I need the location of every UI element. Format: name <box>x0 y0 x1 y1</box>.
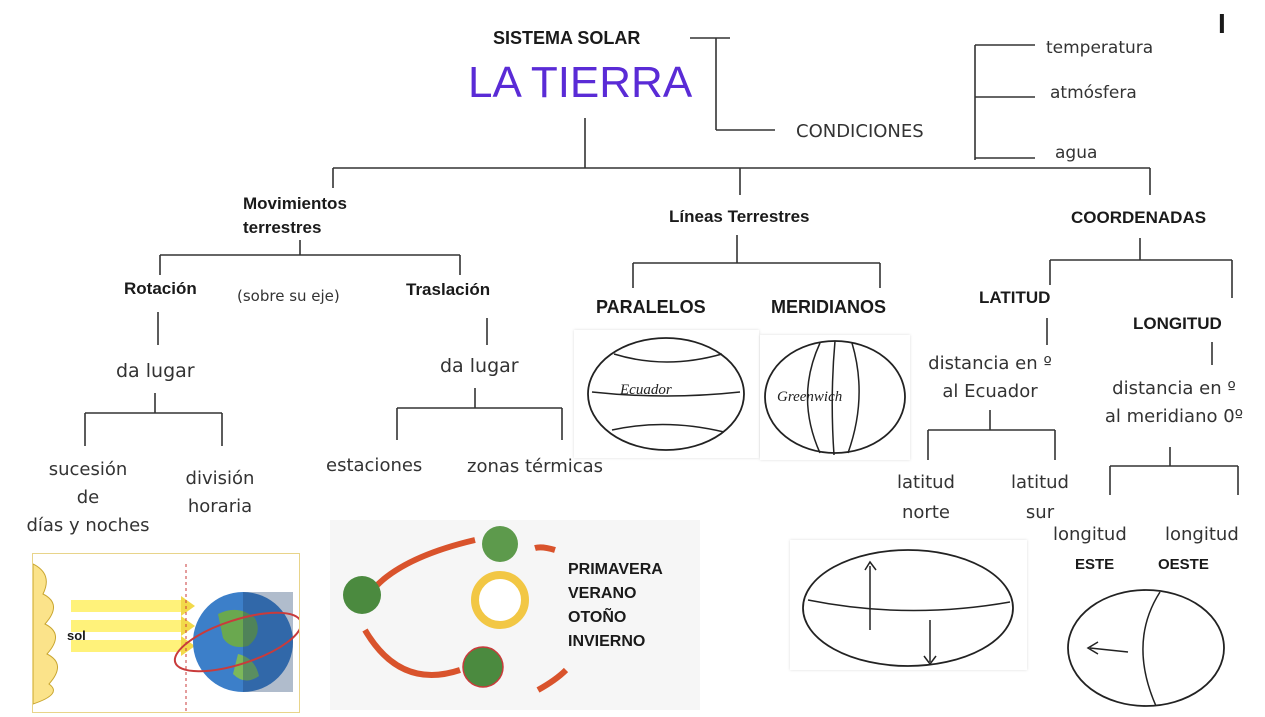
result-estaciones: estaciones <box>326 455 423 476</box>
rotacion-note: (sobre su eje) <box>237 287 340 305</box>
longitud-oeste-word: longitud <box>1165 524 1239 545</box>
movimientos-title: Movimientos terrestres <box>243 192 347 240</box>
condiciones-label: CONDICIONES <box>796 121 924 142</box>
paralelos-globe: Ecuador <box>574 330 759 458</box>
latitud-label: LATITUD <box>979 288 1051 307</box>
paralelos-label: PARALELOS <box>596 297 706 317</box>
season-item: OTOÑO <box>568 609 627 626</box>
rotacion-label: Rotación <box>124 279 197 298</box>
coordenadas-title: COORDENADAS <box>1071 208 1207 227</box>
meridianos-label: MERIDIANOS <box>771 297 887 317</box>
condicion-temperatura: temperatura <box>1046 38 1154 58</box>
traslacion-label: Traslación <box>406 280 491 299</box>
longitud-desc-line: distancia en º <box>1112 378 1236 399</box>
latitude-globe-icon <box>802 549 1014 667</box>
season-item: VERANO <box>568 585 637 602</box>
meridianos-globe: Greenwich <box>760 335 910 460</box>
latitud-norte-line: latitud <box>897 472 955 493</box>
earth-orbit-icon <box>343 526 569 693</box>
result-line: división <box>185 468 255 489</box>
result-dias-noches: sucesión de días y noches <box>8 456 168 540</box>
rotation-illustration: sol <box>32 553 303 713</box>
latitud-sur: latitud sur <box>1000 468 1080 528</box>
result-line: de <box>76 487 100 508</box>
longitude-globe-icon <box>1067 589 1225 707</box>
result-line: días y noches <box>26 515 150 536</box>
latitud-description: distancia en º al Ecuador <box>920 350 1060 406</box>
longitud-label: LONGITUD <box>1133 314 1222 333</box>
latitud-norte: latitud norte <box>886 468 966 528</box>
latitud-sur-line: latitud <box>1011 472 1069 493</box>
sistema-solar-label: SISTEMA SOLAR <box>493 28 641 48</box>
result-zonas-termicas: zonas térmicas <box>467 456 604 477</box>
greenwich-caption: Greenwich <box>777 389 843 405</box>
season-item: PRIMAVERA <box>568 561 663 578</box>
oeste-label: OESTE <box>1158 556 1209 573</box>
meridians-globe-icon <box>764 340 906 456</box>
season-item: INVIERNO <box>568 633 646 650</box>
este-label: ESTE <box>1075 556 1115 573</box>
parallels-globe-icon <box>587 337 745 451</box>
longitud-description: distancia en º al meridiano 0º <box>1084 375 1264 431</box>
latitud-desc-line: al Ecuador <box>942 381 1038 402</box>
result-line: horaria <box>187 496 253 517</box>
longitud-desc-line: al meridiano 0º <box>1104 406 1244 427</box>
latitud-norte-line: norte <box>902 502 950 523</box>
result-division-horaria: división horaria <box>165 465 275 521</box>
movimientos-title-line1: Movimientos <box>243 194 347 213</box>
traslacion-da-lugar: da lugar <box>440 355 519 377</box>
condicion-agua: agua <box>1055 143 1098 163</box>
corner-mark: I <box>1218 8 1226 39</box>
seasons-list: PRIMAVERA VERANO OTOÑO INVIERNO <box>568 558 663 654</box>
lineas-title: Líneas Terrestres <box>669 207 810 226</box>
latitud-globe <box>790 540 1027 670</box>
page-title: LA TIERRA <box>468 58 693 107</box>
latitud-sur-line: sur <box>1025 502 1055 523</box>
condicion-atmosfera: atmósfera <box>1050 83 1137 103</box>
sol-label: sol <box>67 628 86 643</box>
ecuador-caption: Ecuador <box>620 382 672 398</box>
earth-rotation-icon <box>32 563 303 712</box>
longitud-globe <box>1060 582 1230 710</box>
longitud-este-word: longitud <box>1053 524 1127 545</box>
translation-illustration: PRIMAVERA VERANO OTOÑO INVIERNO <box>330 520 700 710</box>
latitud-desc-line: distancia en º <box>928 353 1052 374</box>
movimientos-title-line2: terrestres <box>243 218 322 237</box>
rotacion-da-lugar: da lugar <box>116 360 195 382</box>
result-line: sucesión <box>48 459 128 480</box>
